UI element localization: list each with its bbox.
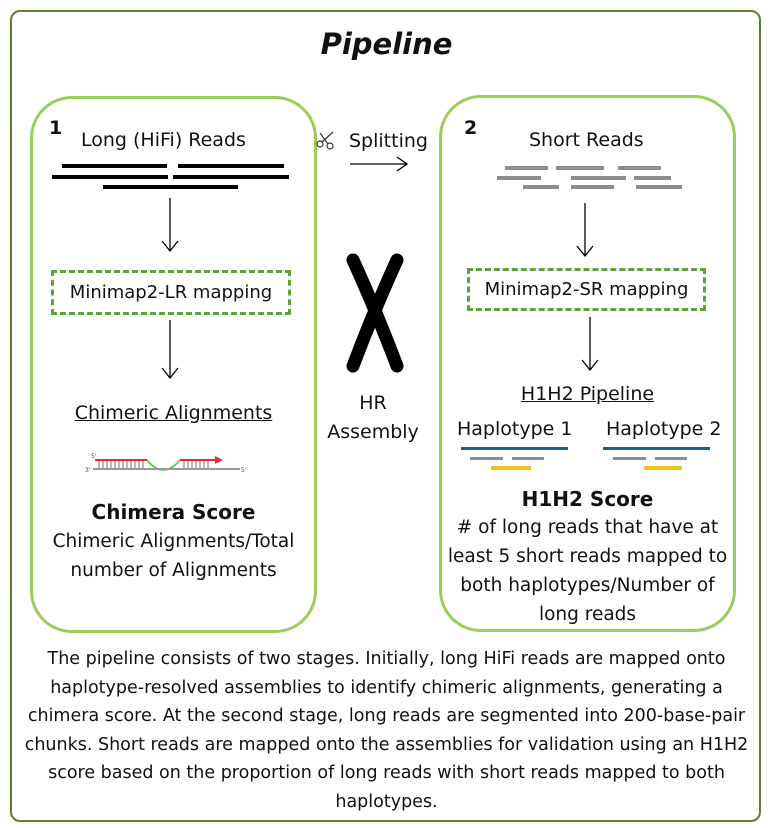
chimeric-alignment-icon: 5' 3' 5' [85,453,247,474]
haplotype1-label: Haplotype 1 [457,418,573,440]
splitting-arrow [350,156,409,172]
scissors-icon [316,131,334,150]
haplotype2-line [603,447,710,450]
mapped-short-read [613,457,646,460]
chimeric-alignments-label: Chimeric Alignments [74,402,273,424]
stage2-number: 2 [464,117,478,139]
h1h2-score-title: H1H2 Score [521,487,654,511]
long-read [103,185,238,189]
chimera-score-title: Chimera Score [91,500,256,524]
short-read [523,185,559,189]
chromosome-icon [346,253,404,373]
minimap2-sr-label: Minimap2-SR mapping [484,279,689,300]
short-read [634,176,671,180]
long-read [173,175,289,179]
figure-caption: The pipeline consists of two stages. Ini… [24,649,749,812]
mapped-short-read [470,457,503,460]
short-read [556,166,604,170]
short-read [571,185,614,189]
stage1-panel [30,96,317,633]
minimap2-sr-box: Minimap2-SR mapping [467,268,706,311]
long-read [62,164,167,168]
short-read [497,176,541,180]
haplotype2-label: Haplotype 2 [606,418,722,440]
svg-text:5': 5' [91,453,97,460]
arrow-down [581,317,599,372]
minimap2-lr-box: Minimap2-LR mapping [51,270,291,315]
splitting-label: Splitting [349,130,428,152]
chimera-score-description: Chimeric Alignments/Total number of Alig… [52,531,295,581]
svg-text:5': 5' [241,467,247,474]
short-read [571,176,626,180]
short-reads-label: Short Reads [529,129,644,151]
figure-title: Pipeline [320,27,453,61]
short-read [636,185,682,189]
short-read [505,166,548,170]
long-read-segment [491,466,531,470]
h1h2-pipeline-label: H1H2 Pipeline [520,383,655,405]
mapped-short-read [655,457,687,460]
stage1-number: 1 [49,117,63,139]
long-reads-label: Long (HiFi) Reads [81,129,246,151]
minimap2-lr-label: Minimap2-LR mapping [69,282,273,303]
haplotype1-line [461,447,568,450]
hr-assembly-line1: HR [359,392,387,414]
long-read [52,175,168,179]
stage2-panel [439,95,736,632]
arrow-down [161,320,179,380]
long-read-segment [644,466,682,470]
h1h2-score-description: # of long reads that have at least 5 sho… [447,517,728,625]
figure-frame [10,10,761,822]
arrow-down [576,203,594,258]
svg-text:3': 3' [85,467,91,474]
mapped-short-read [512,457,544,460]
arrow-down [161,198,179,253]
short-read [618,166,661,170]
long-read [178,164,284,168]
hr-assembly-line2: Assembly [327,421,419,443]
